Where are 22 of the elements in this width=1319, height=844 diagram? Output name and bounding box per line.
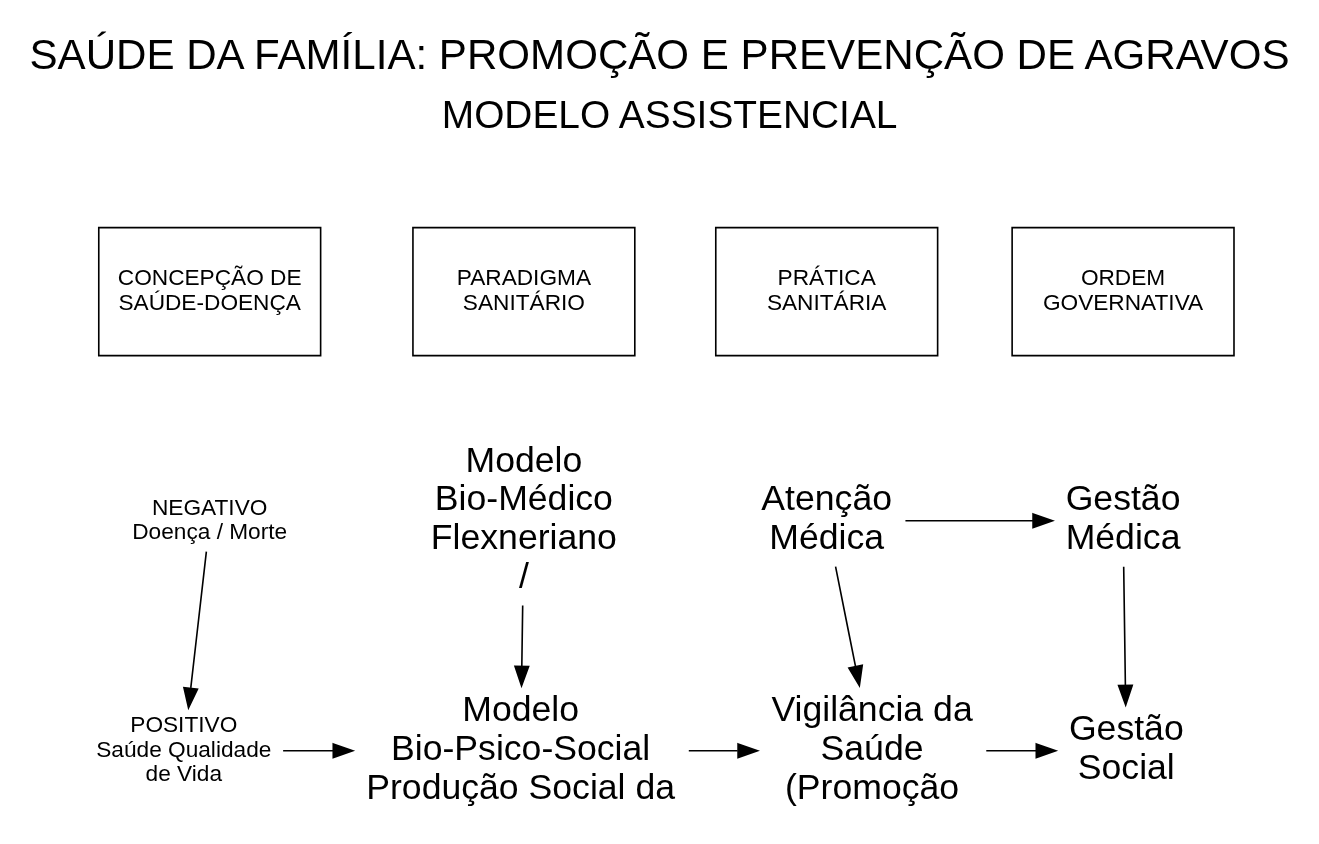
node-text: Gestão Médica (1065, 478, 1181, 558)
node-text: Atenção Médica (761, 478, 893, 558)
label: MODELO ASSISTENCIAL (441, 92, 898, 136)
arrow (904, 512, 1055, 529)
node-box: PRÁTICA SANITÁRIA (714, 226, 939, 357)
arrow (282, 742, 356, 759)
node-text: Modelo Bio-Psico-Social Produção Social da (366, 688, 676, 807)
node-box: ORDEM GOVERNATIVA (1011, 226, 1235, 357)
arrow (985, 742, 1059, 759)
arrow (834, 565, 864, 689)
node-text: POSITIVO Saúde Qualidade de Vida (96, 711, 272, 787)
arrow (513, 604, 530, 689)
node-box: PARADIGMA SANITÁRIO (412, 226, 636, 357)
node-text: Gestão Social (1068, 708, 1184, 788)
node-text: NEGATIVO Doença / Morte (132, 493, 288, 544)
diagram-title: SAÚDE DA FAMÍLIA: PROMOÇÃO E PREVENÇÃO DE AGRAVOS (29, 30, 1290, 78)
node-text: Modelo Bio-Médico Flexneriano / (430, 439, 617, 597)
node-text: Vigilância da Saúde (Promoção (771, 688, 973, 807)
arrow (1117, 565, 1134, 708)
arrow (688, 742, 760, 759)
arrow (182, 550, 208, 711)
node-box: CONCEPÇÃO DE SAÚDE-DOENÇA (97, 226, 322, 357)
